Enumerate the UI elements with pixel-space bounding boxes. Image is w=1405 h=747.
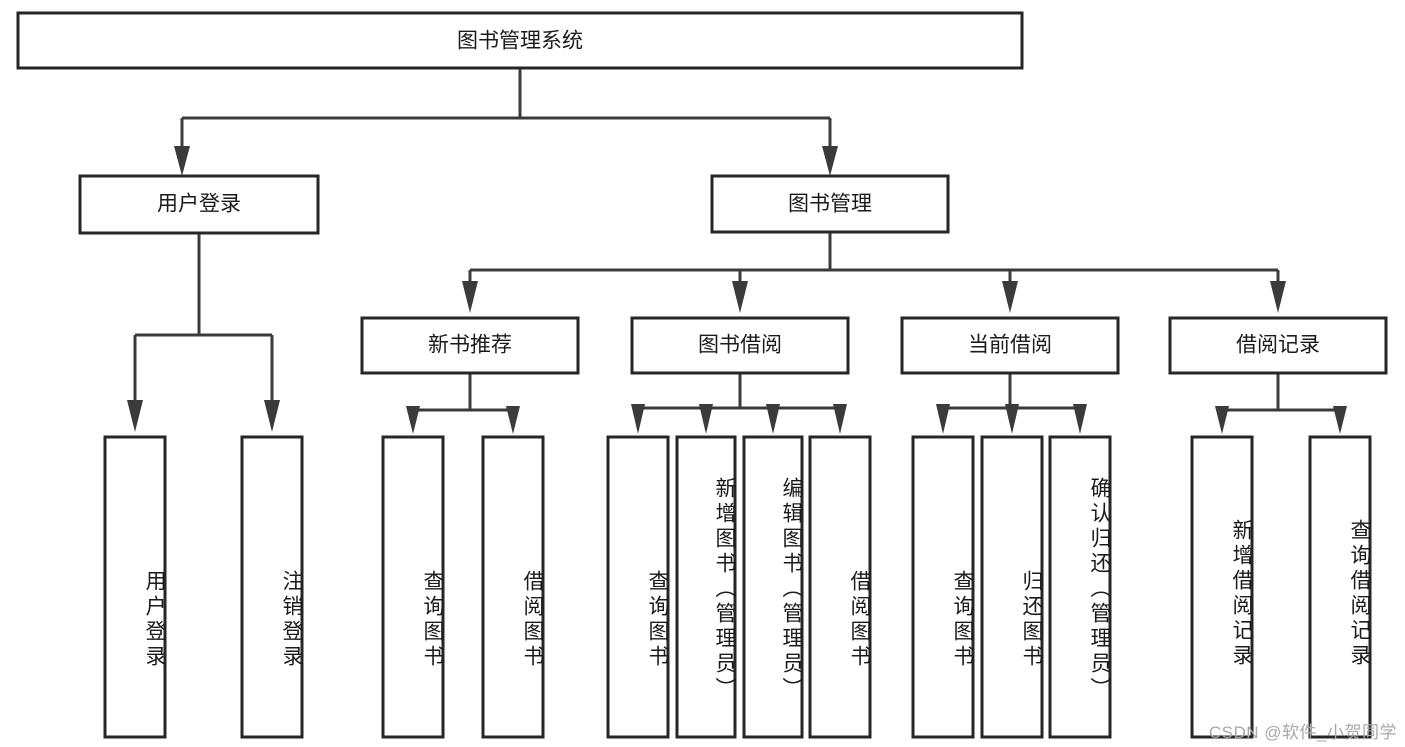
node-current-borrow-label: 当前借阅 — [968, 334, 1052, 357]
node-root[interactable]: 图书管理系统 — [16, 11, 1024, 70]
connector-borrow-record-to-leaves — [1215, 373, 1347, 434]
node-user-login-label: 用户登录 — [157, 193, 241, 216]
connector-book-borrow-to-leaves — [631, 373, 847, 434]
connector-user-login-to-leaves — [127, 233, 280, 432]
leaf-box-user-login[interactable] — [103, 435, 167, 739]
leaf-box-query-book-bb[interactable] — [606, 435, 670, 739]
node-root-label: 图书管理系统 — [457, 30, 583, 53]
node-user-login[interactable]: 用户登录 — [78, 174, 320, 235]
csdn-watermark: CSDN @软件_小贺同学 — [1208, 723, 1397, 742]
node-book-management-label: 图书管理 — [788, 193, 872, 216]
leaf-box-add-record[interactable] — [1190, 435, 1254, 739]
node-book-borrow-label: 图书借阅 — [698, 334, 782, 357]
leaf-box-return-book[interactable] — [980, 435, 1044, 739]
node-borrow-record[interactable]: 借阅记录 — [1168, 316, 1388, 375]
connector-root-to-bus — [174, 68, 838, 176]
leaf-box-borrow-book-bb[interactable] — [808, 435, 872, 739]
node-new-book-recommend[interactable]: 新书推荐 — [360, 316, 580, 375]
connector-book-management-to-bus — [462, 232, 1286, 313]
leaf-box-query-record[interactable] — [1308, 435, 1372, 739]
leaf-box-add-book-admin[interactable] — [675, 435, 737, 739]
node-borrow-record-label: 借阅记录 — [1236, 334, 1320, 357]
leaf-boxes — [103, 435, 1372, 739]
node-new-book-recommend-label: 新书推荐 — [428, 334, 512, 357]
leaf-box-confirm-return-admin[interactable] — [1048, 435, 1112, 739]
leaf-box-logout[interactable] — [240, 435, 304, 739]
connector-current-borrow-to-leaves — [936, 373, 1087, 434]
node-book-management[interactable]: 图书管理 — [710, 174, 950, 234]
leaf-box-query-book-cb[interactable] — [911, 435, 975, 739]
node-book-borrow[interactable]: 图书借阅 — [630, 316, 850, 375]
leaf-box-borrow-book-nb[interactable] — [481, 435, 545, 739]
node-current-borrow[interactable]: 当前借阅 — [900, 316, 1120, 375]
leaf-box-edit-book-admin[interactable] — [742, 435, 804, 739]
connector-new-book-to-leaves — [406, 373, 520, 434]
leaf-box-query-book-nb[interactable] — [381, 435, 445, 739]
